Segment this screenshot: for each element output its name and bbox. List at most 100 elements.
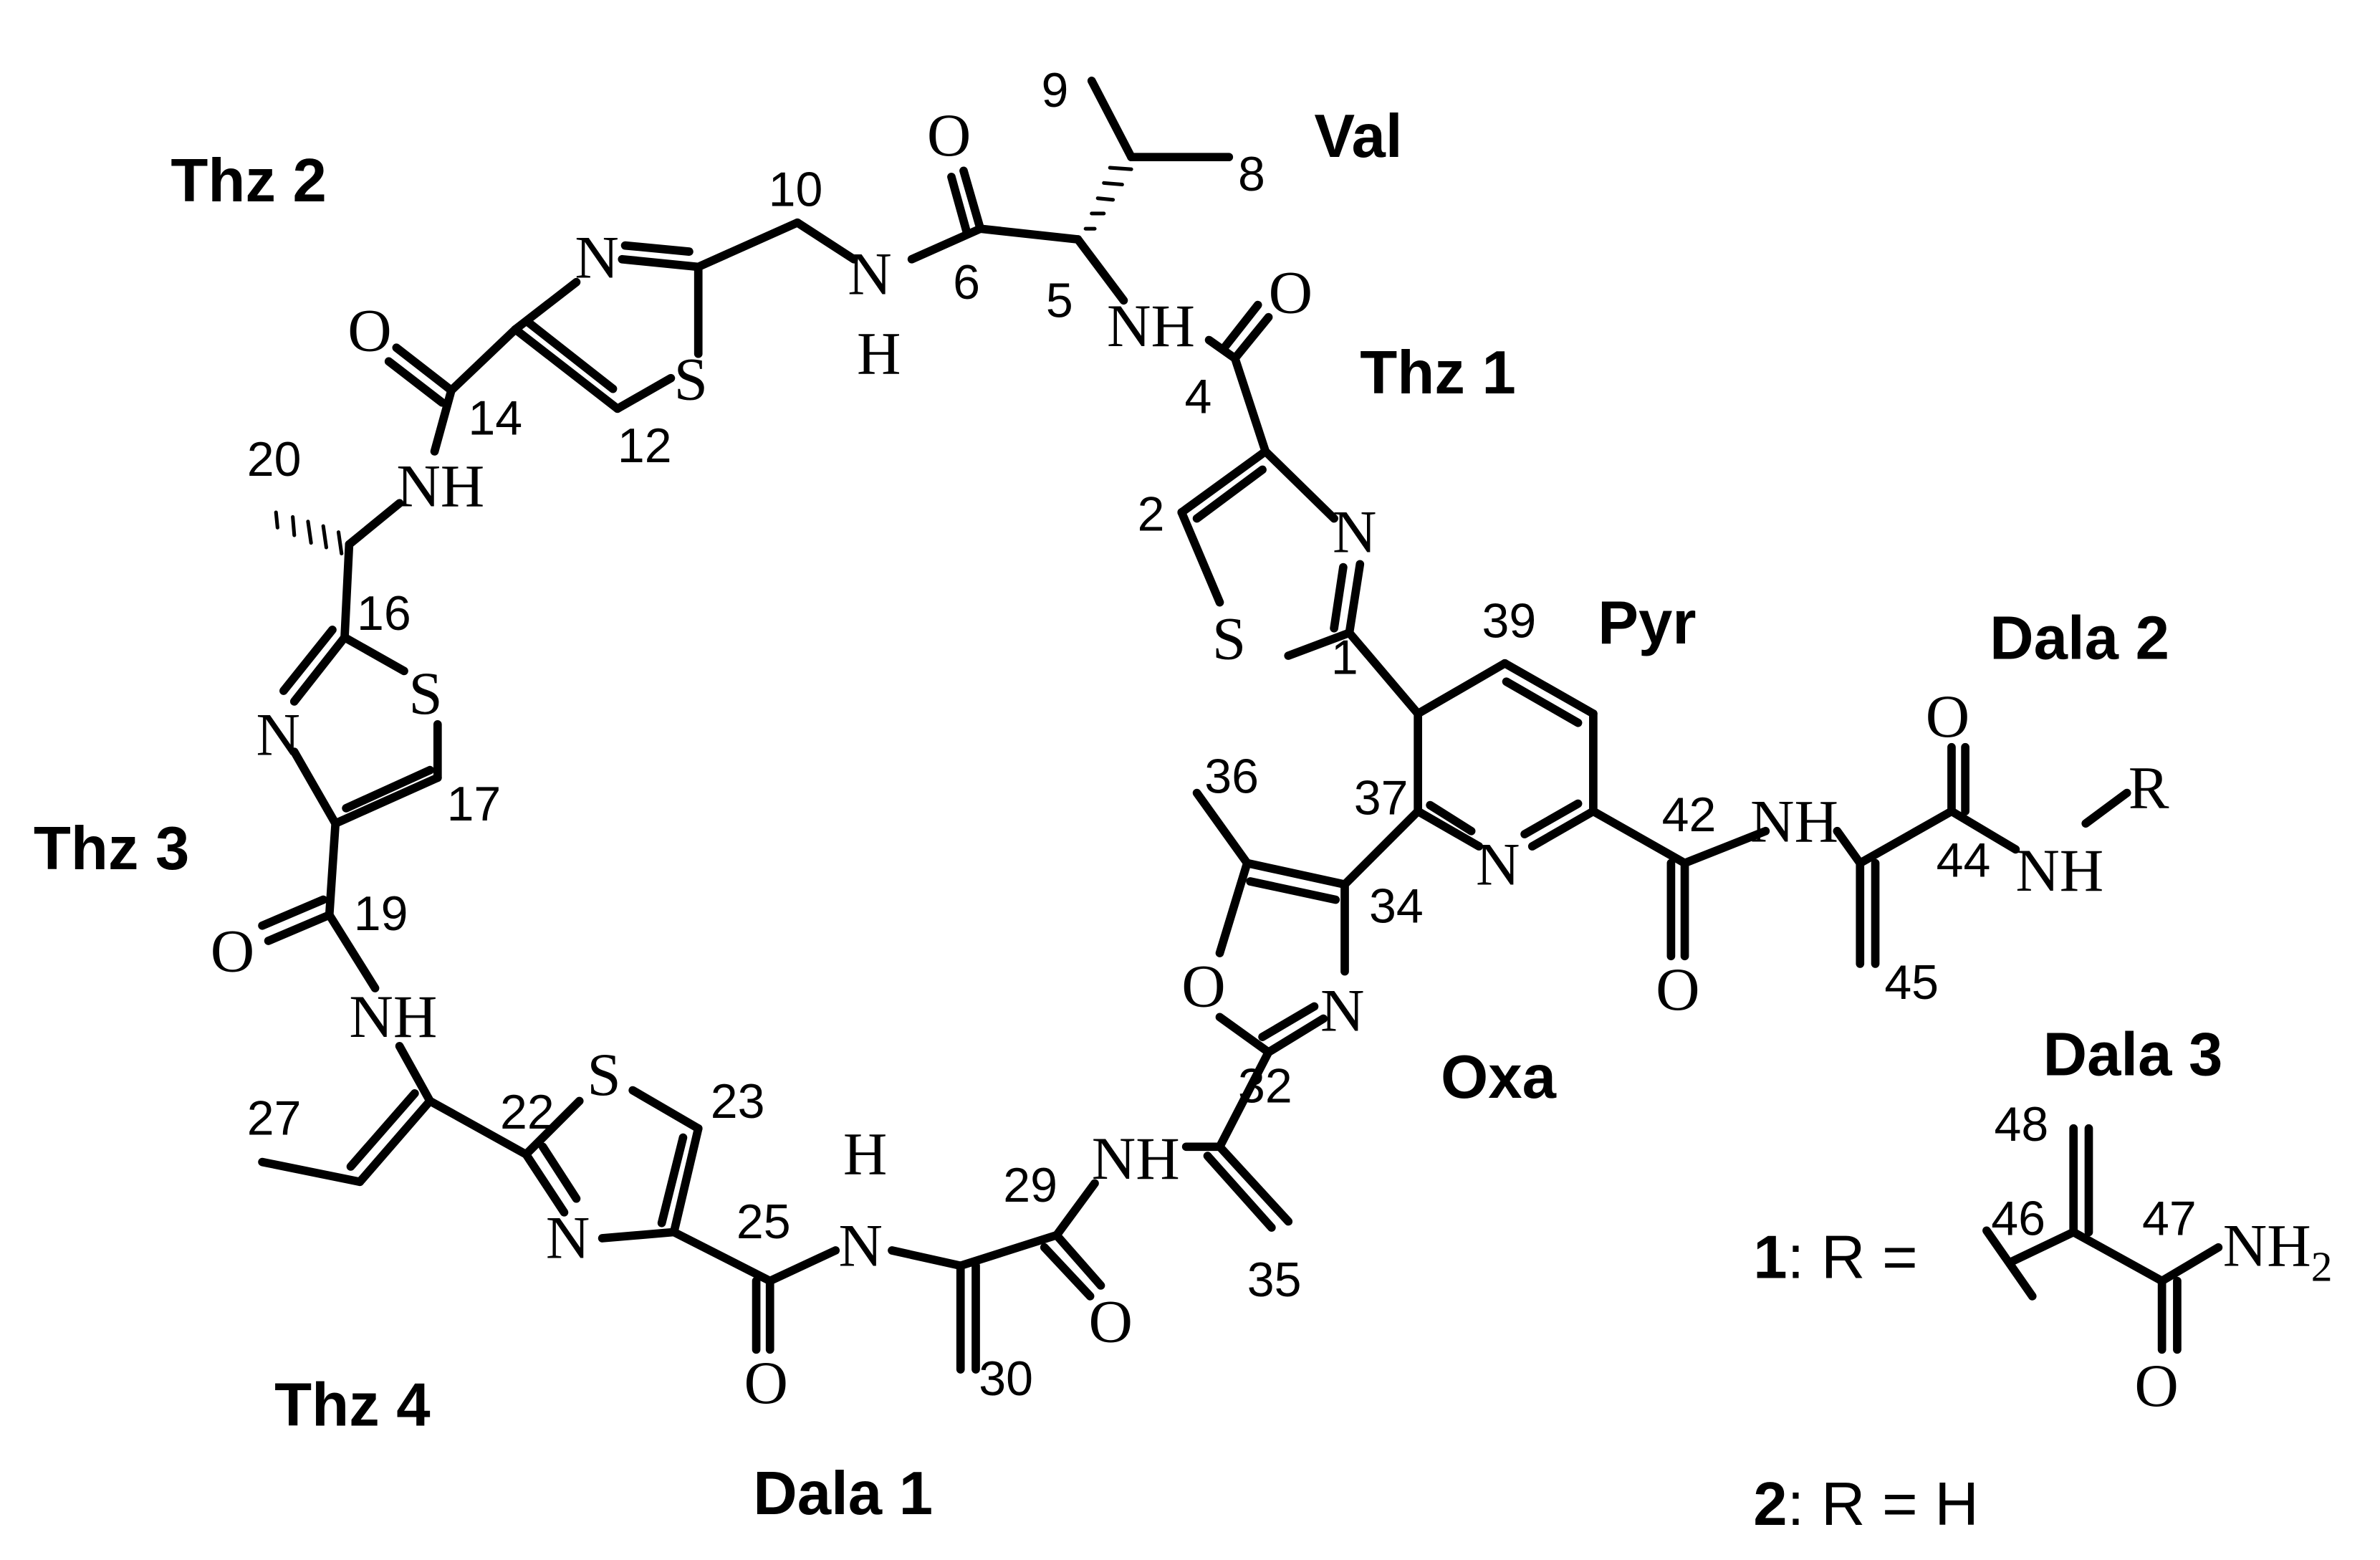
bond-pyr-c38-c39 xyxy=(1414,659,1510,718)
atom-o-c42: O xyxy=(1656,956,1699,1023)
bonds xyxy=(258,76,2223,1374)
bond-thz3-c16-n xyxy=(279,626,349,706)
atom-numbers: 1 2 4 5 6 8 9 10 12 14 16 17 19 20 22 23… xyxy=(247,63,2197,1406)
atom-number-5: 5 xyxy=(1046,274,1073,328)
compound-definitions: 1: R = 2: R = H xyxy=(1753,1223,1979,1539)
atom-o-c19: O xyxy=(211,918,254,985)
bond-n-c10 xyxy=(793,218,858,264)
atom-nh-c42: NH xyxy=(1750,788,1838,856)
atom-number-37: 37 xyxy=(1354,770,1409,825)
atom-s-thz4: S xyxy=(587,1041,620,1109)
bond-thz1-n-c3 xyxy=(1261,447,1338,523)
atom-nh-c5: NH xyxy=(1107,292,1195,360)
bond-thz1-c2-s xyxy=(1177,508,1224,607)
bond-c4-nh xyxy=(1204,335,1239,363)
bond-c9-c7 xyxy=(1087,76,1136,162)
atom-number-27: 27 xyxy=(247,1091,302,1145)
bond-c3-c4 xyxy=(1230,354,1270,456)
compound-2-id: 2 xyxy=(1753,1470,1787,1539)
bond-c38-c1 xyxy=(1345,628,1422,718)
atom-number-39: 39 xyxy=(1482,594,1537,649)
bond-c13-c14 xyxy=(447,325,520,395)
bond-oxa-c34-c33 xyxy=(1242,858,1349,904)
bond-c19-nh xyxy=(325,910,380,992)
bond-c25-o xyxy=(752,1276,774,1354)
atom-n-pyr: N xyxy=(1476,831,1520,898)
residue-label-thz2: Thz 2 xyxy=(171,147,327,215)
atom-number-32: 32 xyxy=(1238,1059,1292,1114)
bond-c47-nh2 xyxy=(2157,1243,2223,1286)
bond-thz2-c12-s xyxy=(613,373,676,413)
bond-pyr-c41-n xyxy=(1520,799,1598,851)
compound-1-text: : R = xyxy=(1788,1223,1918,1291)
bond-pyr-c39-c40 xyxy=(1500,659,1598,727)
atom-number-45: 45 xyxy=(1884,955,1939,1010)
bond-thz4-c23-c24 xyxy=(657,1124,703,1237)
bond-c14-nh xyxy=(430,386,456,456)
atom-number-14: 14 xyxy=(468,391,522,445)
atom-number-1: 1 xyxy=(1331,631,1358,685)
atom-o-c25: O xyxy=(744,1349,788,1417)
bond-c28-c29 xyxy=(956,1230,1061,1271)
atom-number-4: 4 xyxy=(1185,370,1212,424)
atom-o-c47: O xyxy=(2134,1352,2178,1420)
bond-c33-c36 xyxy=(1192,788,1252,868)
bond-oxa-c32-n xyxy=(1258,1002,1328,1057)
atom-n-c6: N xyxy=(848,241,891,308)
bond-c14-o xyxy=(384,343,456,407)
atom-number-16: 16 xyxy=(357,586,411,641)
atom-number-23: 23 xyxy=(711,1074,765,1129)
atom-s-thz2: S xyxy=(674,346,708,413)
nh2-main: NH xyxy=(2223,1212,2311,1279)
atom-h-dala1: H xyxy=(843,1121,887,1188)
bond-c43-c45 xyxy=(1856,858,1880,968)
atom-nh-c19: NH xyxy=(349,983,437,1051)
bond-c41-c42 xyxy=(1589,807,1689,868)
atom-number-20: 20 xyxy=(247,432,302,487)
atom-number-36: 36 xyxy=(1204,750,1259,804)
bond-c18-c19 xyxy=(325,819,340,919)
bond-pyr-n-c37 xyxy=(1414,800,1484,851)
compound-2-definition: 2: R = H xyxy=(1753,1470,1979,1539)
atom-number-35: 35 xyxy=(1247,1253,1302,1307)
nh2-subscript: 2 xyxy=(2311,1243,2333,1291)
bond-c44-o xyxy=(1947,742,1969,815)
atom-nh-c44: NH xyxy=(2015,837,2103,904)
hashed-wedge-c15-c20 xyxy=(274,510,344,556)
bond-c42-nh xyxy=(1680,826,1770,868)
bond-c28-c30 xyxy=(956,1261,980,1374)
atom-number-42: 42 xyxy=(1662,788,1717,842)
bond-oxa-c33-o xyxy=(1215,858,1252,957)
bond-attach-c46 xyxy=(2005,1228,2078,1267)
atom-number-25: 25 xyxy=(736,1195,791,1249)
atom-n-thz3: N xyxy=(256,701,300,768)
bond-c44-nh xyxy=(1947,807,2020,854)
bond-thz1-c1-n xyxy=(1330,560,1365,637)
bond-c29-o xyxy=(1040,1230,1105,1301)
atom-number-8: 8 xyxy=(1238,147,1265,201)
bond-thz3-n-c18 xyxy=(289,747,340,828)
bond-oxa-o-c32 xyxy=(1215,1013,1273,1057)
atom-number-48: 48 xyxy=(1995,1097,2049,1152)
residue-label-thz1: Thz 1 xyxy=(1360,339,1516,407)
atom-s-thz1: S xyxy=(1212,605,1246,672)
atom-number-44: 44 xyxy=(1937,833,1991,888)
bond-c26-c27 xyxy=(258,1157,365,1187)
residue-label-dala3: Dala 3 xyxy=(2043,1020,2223,1088)
residue-label-thz3: Thz 3 xyxy=(34,815,190,883)
residue-label-pyr: Pyr xyxy=(1598,589,1696,657)
atom-number-2: 2 xyxy=(1138,487,1165,542)
bond-c6-o xyxy=(947,166,985,236)
bond-c31-c35 xyxy=(1203,1142,1293,1232)
bond-c34-c37 xyxy=(1340,807,1422,889)
atom-o-c6: O xyxy=(927,102,971,169)
bond-nh-r xyxy=(2081,788,2131,828)
atom-nh-c14: NH xyxy=(396,453,484,520)
bond-c47-o xyxy=(2157,1276,2182,1354)
bond-thz4-n-c22 xyxy=(522,1142,581,1217)
atom-number-9: 9 xyxy=(1042,63,1069,118)
compound-2-text: : R = H xyxy=(1788,1470,1979,1539)
atom-number-47: 47 xyxy=(2142,1192,2197,1246)
